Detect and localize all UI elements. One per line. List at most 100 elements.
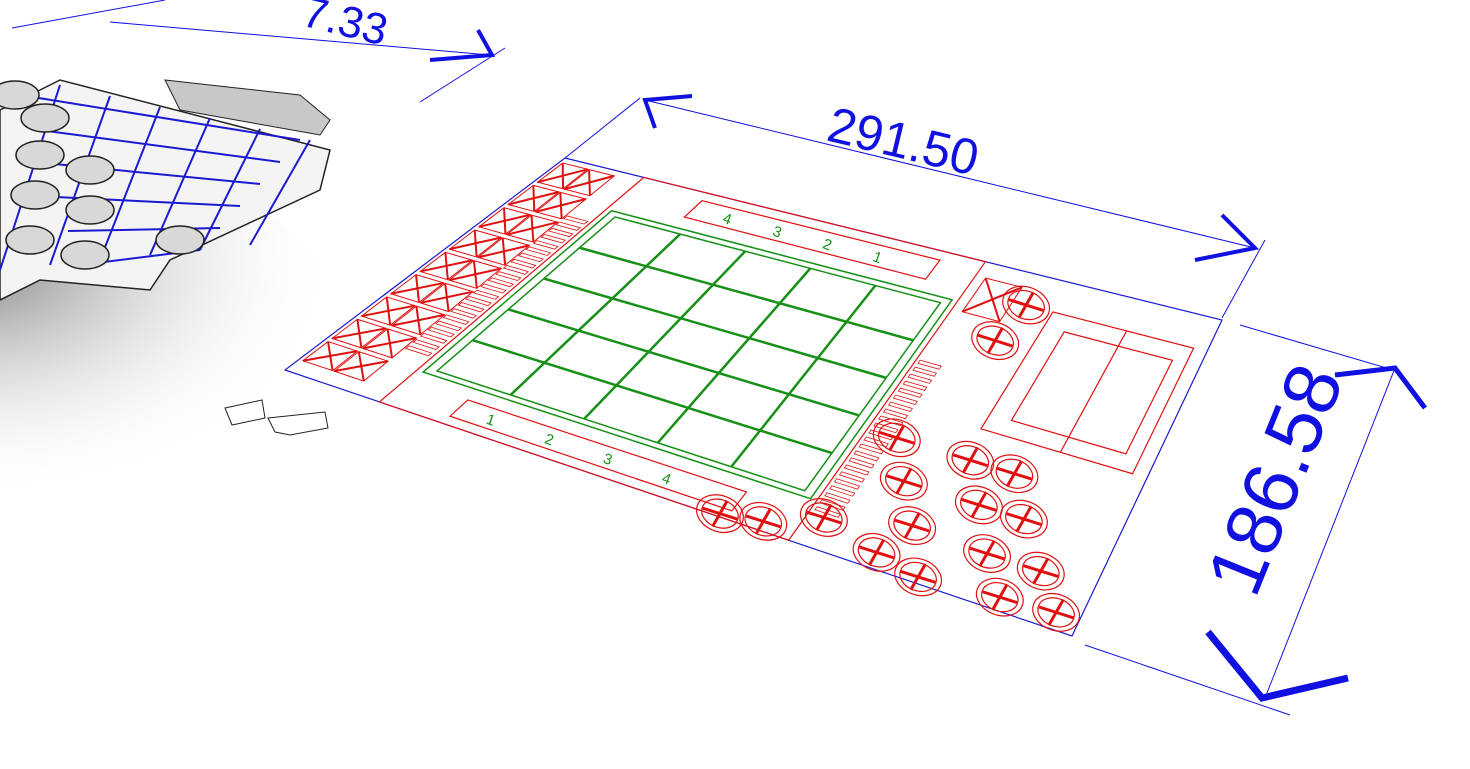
rack-slot — [404, 345, 433, 357]
rack-slot — [502, 264, 530, 275]
x-piece-cross — [302, 350, 358, 362]
board-outer-border — [421, 209, 954, 500]
dimension-width: 291.50 — [564, 94, 1266, 319]
x-piece-cross — [449, 267, 502, 282]
small-part — [267, 411, 329, 436]
x-piece-cross — [506, 221, 558, 236]
rack-slot — [873, 422, 899, 434]
small-part — [224, 399, 266, 426]
o-piece — [894, 557, 943, 597]
rack-slot — [472, 289, 500, 300]
rack-slot — [510, 258, 537, 269]
x-piece-cross — [507, 191, 560, 206]
grid-line-vertical — [730, 284, 877, 468]
rack-slot — [532, 240, 559, 250]
side-panel-inner — [1010, 331, 1174, 455]
model-grid-line — [31, 128, 281, 163]
arrow-down-icon — [1205, 629, 1349, 702]
o-piece — [971, 321, 1020, 361]
rack-slot — [838, 471, 865, 483]
model-piece — [10, 180, 60, 210]
grid-number: 3 — [770, 223, 784, 242]
rack-slot — [412, 339, 440, 350]
sheet-outline — [283, 157, 1223, 637]
rack-slot — [814, 506, 841, 518]
rack-slot — [843, 464, 870, 476]
grid-line-vertical — [656, 267, 812, 444]
rack-slot — [427, 326, 455, 338]
arrow-up-icon — [1334, 365, 1427, 410]
grid-number: 2 — [542, 431, 556, 450]
grid-number: 4 — [659, 470, 673, 489]
model-rack — [164, 79, 331, 136]
model-piece — [5, 225, 55, 255]
grid-line-vertical — [509, 233, 682, 396]
rack-slot — [517, 252, 544, 263]
grid-line-horizontal — [579, 246, 914, 342]
rack-slot — [917, 359, 942, 370]
x-piece-cross — [332, 327, 387, 340]
rack-slot — [450, 308, 478, 319]
o-piece — [954, 485, 1003, 525]
board-piece-outline — [378, 176, 987, 541]
o-piece — [1002, 285, 1051, 325]
dimension-height: 186.58 — [1084, 324, 1427, 716]
dimension-label-partial: 7.33 — [298, 0, 393, 55]
o-piece — [695, 494, 744, 534]
rack-slot — [540, 234, 567, 244]
x-piece-cross — [361, 304, 416, 318]
rack-slot — [907, 373, 933, 384]
x-piece-cross — [391, 313, 445, 327]
grid-number: 1 — [484, 411, 498, 430]
x-piece-cross — [390, 281, 444, 295]
rack-slot — [892, 394, 918, 405]
arrow-right-icon — [1194, 213, 1260, 262]
rack-slot — [882, 408, 909, 420]
dimension-label-height: 186.58 — [1189, 352, 1360, 606]
rack-slot — [457, 302, 485, 313]
number-strip-top — [683, 200, 941, 280]
model-pieces — [0, 80, 205, 270]
grid-number: 3 — [601, 450, 615, 469]
rack-slot — [829, 485, 856, 497]
x-piece-cross — [477, 244, 530, 259]
rack-slot — [525, 246, 552, 256]
o-piece — [879, 461, 928, 501]
x-piece-cross — [449, 236, 502, 251]
x-piece-cross — [535, 198, 587, 213]
o-piece — [1032, 592, 1081, 632]
x-piece-cross — [333, 360, 389, 373]
rack-slot — [562, 215, 589, 225]
3d-model-preview — [0, 79, 340, 500]
o-piece — [999, 499, 1048, 539]
rack-slot — [833, 478, 861, 490]
rack-slot — [858, 443, 885, 455]
model-piece — [15, 140, 65, 170]
dimension-label-width: 291.50 — [822, 96, 984, 186]
o-piece — [975, 577, 1024, 617]
o-piece — [852, 532, 901, 572]
side-panel — [980, 311, 1195, 475]
x-piece-cross — [420, 290, 474, 304]
model-piece — [60, 240, 110, 270]
rack-slot — [434, 320, 463, 332]
rack-slot — [912, 366, 938, 377]
rack-slot — [555, 221, 581, 231]
rack-slot — [902, 380, 928, 391]
o-piece — [739, 501, 788, 541]
x-piece-cross — [420, 259, 473, 273]
arrow-left-icon — [642, 94, 693, 129]
grid-line-horizontal — [507, 308, 860, 417]
grid-number: 4 — [720, 210, 734, 229]
number-strip-bottom — [448, 399, 748, 512]
rack-slot — [878, 415, 904, 427]
model-grid-line — [19, 94, 301, 141]
grid-line-horizontal — [472, 338, 833, 455]
model-piece — [20, 103, 70, 133]
rack-slot — [897, 387, 923, 398]
side-panel-divider — [1059, 330, 1128, 453]
model-piece — [65, 155, 115, 185]
rack-slot — [442, 314, 470, 325]
model-piece — [65, 195, 115, 225]
